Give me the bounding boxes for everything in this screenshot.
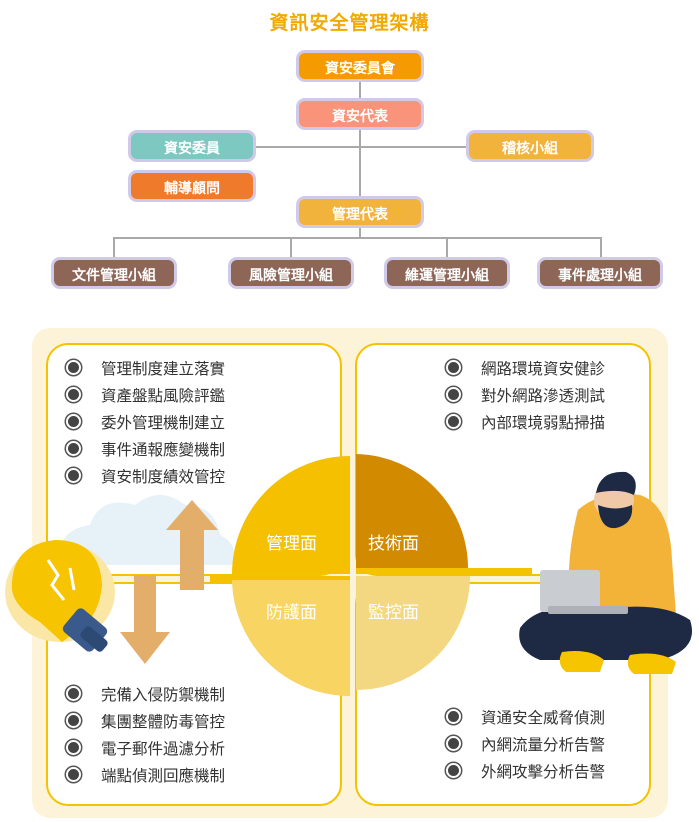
bullet-icon [66, 740, 81, 755]
connector-members-audit [255, 146, 467, 148]
connector-group-3 [446, 237, 448, 257]
connector-group-4 [600, 237, 602, 257]
person-with-laptop-icon [519, 471, 692, 674]
node-group-document: 文件管理小組 [51, 257, 177, 289]
node-representative: 資安代表 [296, 98, 424, 130]
quadrant-protection-shape [232, 580, 350, 696]
node-group-operations: 維運管理小組 [384, 257, 510, 289]
connector-groups-bar [113, 237, 602, 239]
quadrant-monitoring-label: 監控面 [368, 603, 419, 623]
connector-group-2 [290, 237, 292, 257]
connector-mgmtrep-down [359, 228, 361, 238]
bullet-icon [66, 767, 81, 782]
axis-line-left [210, 576, 350, 582]
diagram-title: 資訊安全管理架構 [269, 12, 430, 34]
list-item: 端點偵測回應機制 [66, 763, 225, 790]
quadrant-technical-label: 技術面 [368, 534, 419, 554]
list-item: 資產盤點風險評鑑 [66, 383, 225, 410]
lightbulb-icon [5, 540, 115, 652]
list-item: 管理制度建立落實 [66, 356, 225, 383]
bullet-icon [66, 441, 81, 456]
bullet-icon [446, 709, 461, 724]
node-group-incident: 事件處理小組 [537, 257, 663, 289]
quadrant-protection-label: 防護面 [266, 603, 317, 623]
quadrant-technical-shape [356, 454, 468, 568]
list-item: 委外管理機制建立 [66, 410, 225, 437]
list-item: 事件通報應變機制 [66, 437, 225, 464]
node-advisor: 輔導顧問 [128, 170, 256, 202]
node-audit: 稽核小組 [466, 130, 594, 162]
list-item: 電子郵件過濾分析 [66, 736, 225, 763]
list-monitoring: 資通安全威脅偵測 內網流量分析告警 外網攻擊分析告警 [446, 705, 605, 786]
bullet-icon [66, 686, 81, 701]
connector-main-trunk [359, 130, 361, 196]
list-item: 資通安全威脅偵測 [446, 705, 605, 732]
quadrant-management-label: 管理面 [266, 534, 317, 554]
quadrant-circle [232, 454, 470, 696]
bullet-icon [446, 736, 461, 751]
bullet-icon [446, 763, 461, 778]
arrow-up-icon [166, 500, 218, 590]
node-group-risk: 風險管理小組 [228, 257, 354, 289]
list-item: 外網攻擊分析告警 [446, 759, 605, 786]
quadrant-management-shape [232, 456, 350, 574]
bullet-icon [446, 360, 461, 375]
list-item: 內網流量分析告警 [446, 732, 605, 759]
connector-committee-rep [359, 82, 361, 98]
arrow-down-icon [120, 575, 170, 664]
bullet-icon [446, 414, 461, 429]
list-item: 資安制度績效管控 [66, 464, 225, 491]
list-item: 對外網路滲透測試 [446, 383, 605, 410]
connector-group-1 [113, 237, 115, 257]
node-management-rep: 管理代表 [296, 196, 424, 228]
bullet-icon [66, 387, 81, 402]
list-technical: 網路環境資安健診 對外網路滲透測試 內部環境弱點掃描 [446, 356, 605, 437]
list-protection: 完備入侵防禦機制 集團整體防毒管控 電子郵件過濾分析 端點偵測回應機制 [66, 682, 225, 790]
node-committee: 資安委員會 [296, 50, 424, 82]
list-management: 管理制度建立落實 資產盤點風險評鑑 委外管理機制建立 事件通報應變機制 資安制度… [66, 356, 225, 491]
bullet-icon [446, 387, 461, 402]
bullet-icon [66, 468, 81, 483]
list-item: 完備入侵防禦機制 [66, 682, 225, 709]
bullet-icon [66, 414, 81, 429]
list-item: 集團整體防毒管控 [66, 709, 225, 736]
axis-line-right [356, 568, 532, 574]
list-item: 網路環境資安健診 [446, 356, 605, 383]
quadrant-monitoring-shape [356, 576, 470, 690]
bullet-icon [66, 713, 81, 728]
node-members: 資安委員 [128, 130, 256, 162]
list-item: 內部環境弱點掃描 [446, 410, 605, 437]
bullet-icon [66, 360, 81, 375]
